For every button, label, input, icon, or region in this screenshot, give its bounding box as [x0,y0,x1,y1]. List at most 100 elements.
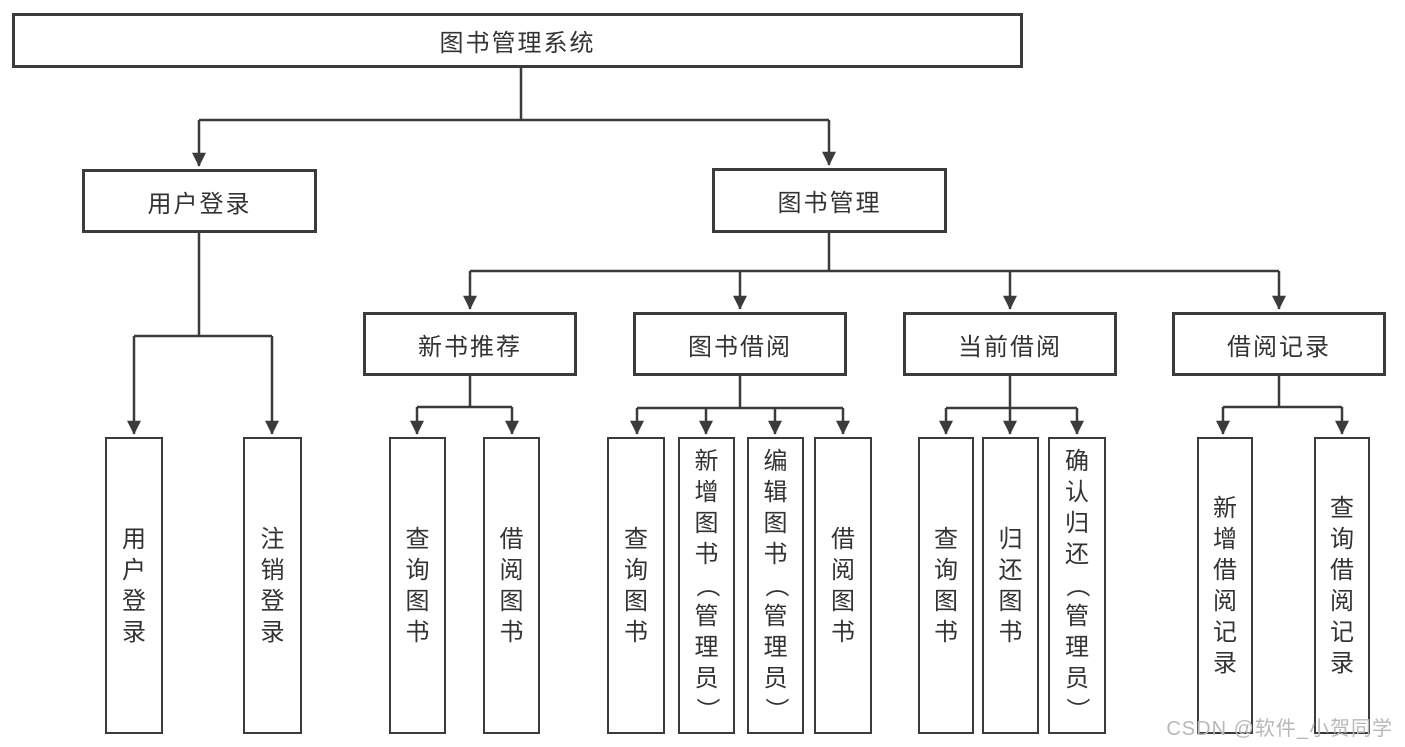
leaf-logout-login: 注销登录 [243,437,302,734]
vertical-label-char: 理 [763,634,788,661]
node-current-borrowing-label: 当前借阅 [958,333,1062,361]
vertical-label-char: 借 [1213,556,1237,584]
vertical-label-char: ） [693,697,720,722]
vertical-label-char: 借 [1330,556,1354,584]
vertical-label-char: 图 [624,587,648,615]
node-new-book-recommend-label: 新书推荐 [418,333,522,361]
node-library-management-system: 图书管理系统 [12,13,1023,68]
node-user-login: 用户登录 [82,169,317,233]
vertical-label-char: 新 [1213,494,1237,522]
connector-current-children [939,376,1084,435]
vertical-label-char: 记 [1330,618,1354,646]
vertical-label-char: 图 [405,587,430,615]
vertical-label-char: 还 [1065,541,1089,568]
vertical-label-char: 图 [934,587,958,615]
node-book-borrowing: 图书借阅 [633,312,847,376]
vertical-label-char: 图 [998,587,1023,615]
leaf-add-book-admin: 新增图书（管理员） [678,437,735,734]
vertical-label-char: 管 [1065,603,1089,630]
vertical-label-char: ） [762,697,789,722]
connector-user-login-children [127,233,279,435]
vertical-label-char: 书 [934,618,958,646]
connector-records-children [1216,376,1349,435]
vertical-label-char: 理 [694,634,719,661]
vertical-label-char: （ [1063,573,1091,598]
vertical-label-char: 增 [694,479,719,506]
vertical-label-char: 登 [260,587,285,615]
vertical-label-char: 图 [499,587,524,615]
vertical-label-char: 图 [763,510,788,537]
node-current-borrowing: 当前借阅 [903,312,1117,376]
vertical-label-char: 借 [831,525,855,553]
node-borrowing-records-label: 借阅记录 [1227,333,1331,361]
vertical-label-char: 录 [122,618,146,646]
leaf-edit-book-admin: 编辑图书 （ 管理员 ） [747,437,804,734]
vertical-label-char: 查 [405,525,430,553]
vertical-label-char: 管 [694,603,719,630]
vertical-label-char: 员 [1065,665,1089,692]
vertical-label-char: 还 [998,556,1023,584]
connector-root-to-level2 [192,68,836,167]
vertical-label-char: 录 [1213,649,1237,677]
vertical-label-char: 书 [763,541,788,568]
vertical-label-char: 员 [694,665,719,692]
vertical-label-char: 查 [934,525,958,553]
node-library-management-system-label: 图书管理系统 [439,30,596,57]
vertical-label-char: 询 [934,556,958,584]
leaf-confirm-return-admin: 确认归还（管理员） [1048,437,1106,734]
vertical-label-char: 认 [1065,479,1089,506]
vertical-label-char: 新 [694,448,719,475]
vertical-label-char: 编 [763,448,788,475]
node-user-login-label: 用户登录 [147,190,252,218]
leaf-search-books-under-new-book: 查询图书 [389,437,446,734]
vertical-label-char: 录 [260,618,285,646]
vertical-label-char: 归 [998,525,1023,553]
node-book-borrowing-label: 图书借阅 [688,333,792,361]
vertical-label-char: 增 [1213,525,1237,553]
vertical-label-char: 理 [1065,634,1089,661]
vertical-label-char: 书 [694,541,719,568]
vertical-label-char: 户 [122,556,146,584]
node-book-management-label: 图书管理 [777,190,882,217]
vertical-label-char: 借 [499,525,524,553]
connector-book-mgmt-to-level3 [463,233,1286,310]
node-borrowing-records: 借阅记录 [1172,312,1386,376]
connector-borrowing-children [630,376,850,435]
leaf-user-login: 用户登录 [105,437,163,734]
vertical-label-char: 确 [1065,448,1089,475]
vertical-label-char: 查 [1330,494,1354,522]
vertical-label-char: 书 [831,618,855,646]
vertical-label-char: 管 [763,603,788,630]
vertical-label-char: （ [693,573,720,598]
vertical-label-char: 阅 [831,556,855,584]
leaf-borrow-books-under-borrowing: 借阅图书 [814,437,872,734]
leaf-search-books-under-borrowing: 查询图书 [607,437,665,734]
vertical-label-char: 辑 [763,479,788,506]
vertical-label-char: 录 [1330,649,1354,677]
leaf-add-borrow-record: 新增借阅记录 [1197,437,1253,734]
vertical-label-char: 书 [499,618,524,646]
leaf-return-books: 归还图书 [982,437,1039,734]
node-book-management: 图书管理 [712,168,947,233]
vertical-label-char: 用 [122,525,146,553]
connector-new-book-children [410,376,519,435]
node-new-book-recommend: 新书推荐 [363,312,577,376]
vertical-label-char: 书 [624,618,648,646]
leaf-borrow-books-under-new-book: 借阅图书 [483,437,540,734]
vertical-label-char: 询 [1330,525,1354,553]
vertical-label-char: 阅 [499,556,524,584]
vertical-label-char: 销 [260,556,285,584]
csdn-watermark: CSDN @软件_小贺同学 [1166,718,1393,740]
vertical-label-char: 阅 [1330,587,1354,615]
vertical-label-char: （ [762,573,789,598]
vertical-label-char: 员 [763,665,788,692]
vertical-label-char: 记 [1213,618,1237,646]
vertical-label-char: 登 [122,587,146,615]
vertical-label-char: 注 [260,525,285,553]
vertical-label-char: 图 [831,587,855,615]
vertical-label-char: 书 [998,618,1023,646]
vertical-label-char: 书 [405,618,430,646]
leaf-search-borrow-record: 查询借阅记录 [1314,437,1370,734]
vertical-label-char: 询 [405,556,430,584]
